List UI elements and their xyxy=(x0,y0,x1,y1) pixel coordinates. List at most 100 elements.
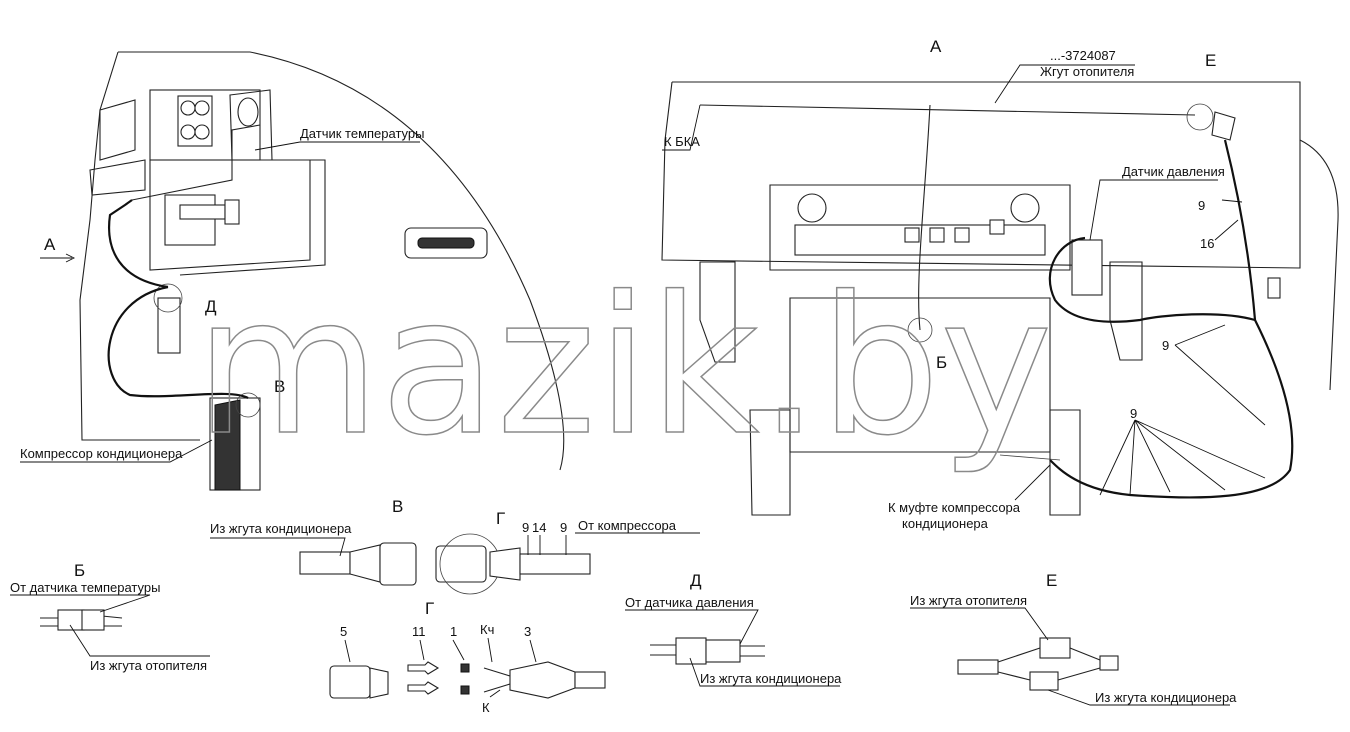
detail-g-pin-bottom xyxy=(407,681,440,695)
connector-e xyxy=(1211,111,1236,141)
detail-e-circle xyxy=(1186,103,1214,131)
detail-b-from-heater: Из жгута отопителя xyxy=(90,658,207,673)
detail-e-heater-connector xyxy=(1039,637,1071,659)
left-bracket-2 xyxy=(89,159,146,196)
switch xyxy=(929,227,945,243)
detail-g-leaders xyxy=(344,637,537,698)
detail-g-pin-top xyxy=(407,661,440,675)
detail-e-from-ac: Из жгута кондиционера xyxy=(1095,690,1237,705)
left-bracket-a xyxy=(699,261,736,363)
leader-pressure-sensor xyxy=(1089,179,1218,241)
detail-e-title: Е xyxy=(1046,571,1057,590)
dash-panel xyxy=(769,184,1071,271)
detail-b xyxy=(10,594,210,657)
rear-light-lens xyxy=(417,237,475,249)
temp-sensor-label: Датчик температуры xyxy=(300,126,424,141)
detail-g-seal-top xyxy=(460,663,470,673)
mark-d: Д xyxy=(205,297,217,316)
detail-g-title: Г xyxy=(425,599,434,618)
detail-g-boot xyxy=(509,661,576,699)
leader-clutch xyxy=(1014,464,1051,501)
num-9c: 9 xyxy=(1130,406,1137,421)
detail-v-boot xyxy=(349,544,381,583)
clutch-label-1: К муфте компрессора xyxy=(888,500,1021,515)
detail-e xyxy=(910,607,1230,706)
clutch-lead xyxy=(999,454,1061,461)
detail-d-from-pressure: От датчика давления xyxy=(625,595,754,610)
detail-d-from-ac: Из жгута кондиционера xyxy=(700,671,842,686)
detail-v-socket xyxy=(435,545,487,583)
heater-pipe xyxy=(179,204,226,220)
leader-bka xyxy=(662,104,701,151)
detail-e-cable-right xyxy=(1099,655,1119,671)
temp-sensor-wire xyxy=(131,124,261,201)
step-left xyxy=(749,409,791,516)
detail-d xyxy=(625,609,840,687)
detail-g xyxy=(329,637,606,699)
detail-v-num-9b: 9 xyxy=(560,520,567,535)
detail-e-ac-connector xyxy=(1029,671,1059,691)
dash-lamp xyxy=(797,193,827,223)
detail-e-wires-left xyxy=(997,647,1041,681)
ac-cable-up xyxy=(108,199,169,289)
detail-d-leader-bottom xyxy=(689,657,840,687)
left-bracket xyxy=(99,99,136,161)
heater-valve xyxy=(224,199,240,225)
detail-d-circle xyxy=(153,283,183,313)
engine-block xyxy=(149,159,311,271)
compressor-label: Компрессор кондиционера xyxy=(20,446,183,461)
detail-g-wires xyxy=(483,667,511,693)
watermark: mazik.by xyxy=(195,256,1053,477)
step-right xyxy=(1049,409,1081,516)
engine-outline xyxy=(179,159,326,276)
detail-b-wires xyxy=(40,615,123,627)
detail-d-wires xyxy=(650,644,765,657)
dash-lamp xyxy=(1010,193,1040,223)
detail-b-leader-top xyxy=(10,594,151,613)
detail-g-p3: 3 xyxy=(524,624,531,639)
detail-g-p11: 11 xyxy=(412,624,426,639)
detail-v-leader-right xyxy=(527,532,700,555)
detail-v-plug xyxy=(379,542,417,586)
detail-v-boot-right xyxy=(489,547,521,581)
vent-hole xyxy=(194,100,210,116)
detail-e-cable-left xyxy=(957,659,999,675)
detail-g-housing-nose xyxy=(369,667,389,699)
ac-cable-down xyxy=(107,285,249,399)
detail-e-leader-bottom xyxy=(1047,689,1230,706)
switch xyxy=(954,227,970,243)
leader-16 xyxy=(1214,219,1239,241)
detail-e-from-heater: Из жгута отопителя xyxy=(910,593,1027,608)
detail-b-leader-bottom xyxy=(69,624,210,657)
detail-e-wires-right xyxy=(1057,647,1101,681)
detail-g-pk: К xyxy=(482,700,490,715)
detail-v-mark-g: Г xyxy=(496,509,505,528)
temp-wire-a xyxy=(918,104,931,331)
heater-core xyxy=(164,194,216,246)
detail-g-p1: 1 xyxy=(450,624,457,639)
arrow-a-head xyxy=(65,253,76,263)
harness-code: ...-3724087 xyxy=(1050,48,1116,63)
receiver-tank xyxy=(157,297,181,354)
leader-heater-harness xyxy=(994,64,1135,104)
detail-v-leader-left xyxy=(210,537,346,557)
detail-v-cable-right xyxy=(519,553,591,575)
ac-harness-main xyxy=(1049,139,1294,499)
detail-v-num-14: 14 xyxy=(532,520,546,535)
to-bka-label: К БКА xyxy=(664,134,700,149)
detail-d-leader-top xyxy=(625,609,759,645)
ac-harness-branch xyxy=(1048,236,1256,323)
detail-d-title: Д xyxy=(690,571,702,590)
clutch-label-2: кондиционера xyxy=(902,516,989,531)
detail-v-cable-left xyxy=(299,551,351,575)
switch xyxy=(989,219,1005,235)
detail-g-pkch: Кч xyxy=(480,622,494,637)
cab-panel xyxy=(661,81,1301,269)
cab-arc xyxy=(118,51,565,471)
detail-v-num-9a: 9 xyxy=(522,520,529,535)
mark-v: В xyxy=(274,377,285,396)
leader-temp-sensor xyxy=(254,141,420,151)
compressor-pulley xyxy=(214,399,241,491)
num-9a: 9 xyxy=(1198,198,1205,213)
